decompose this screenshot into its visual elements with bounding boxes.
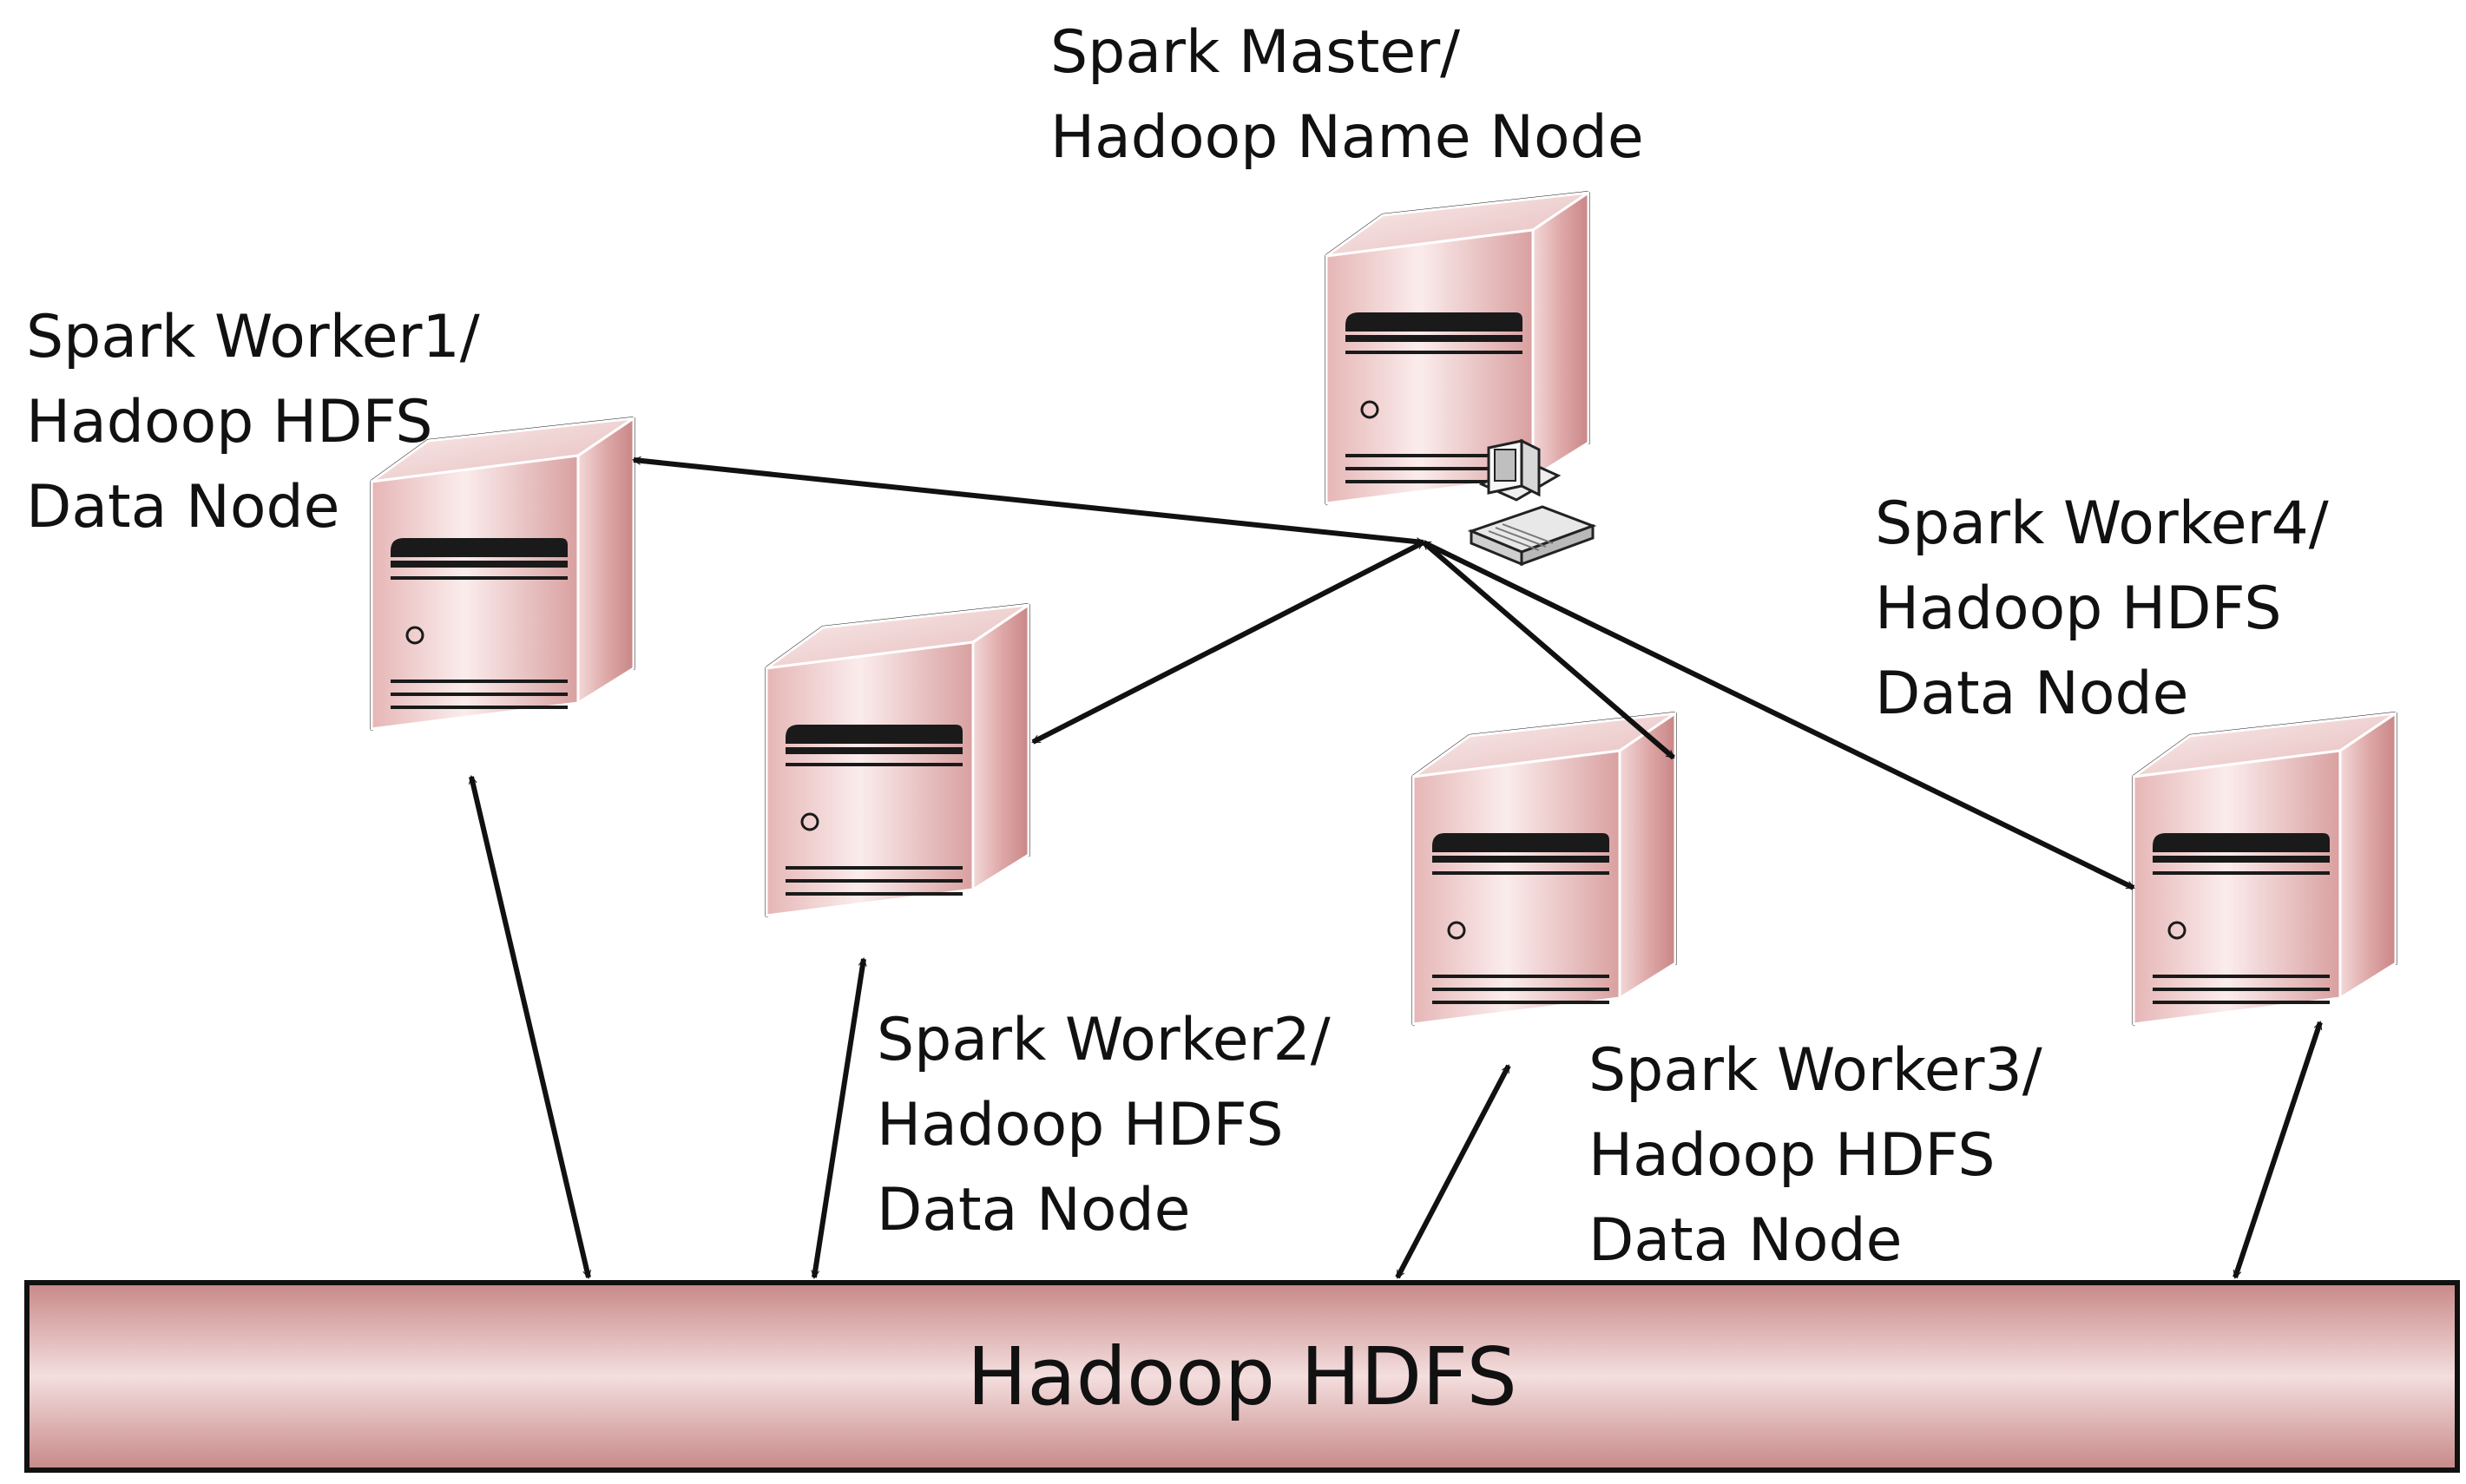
link-worker1-hdfs [468, 775, 592, 1279]
label-line: Hadoop HDFS [26, 388, 433, 456]
link-worker2-hdfs [811, 957, 867, 1279]
label-line: Spark Worker3/ [1588, 1036, 2042, 1105]
link-master-worker2 [1031, 540, 1425, 745]
label-line: Spark Master/ [1050, 18, 1461, 87]
link-worker3-hdfs [1395, 1064, 1511, 1279]
node-label-worker3: Spark Worker3/ Hadoop HDFS Data Node [1588, 1028, 2042, 1284]
node-label-master: Spark Master/ Hadoop Name Node [1050, 10, 1644, 181]
label-line: Data Node [877, 1176, 1191, 1244]
label-line: Data Node [1875, 660, 2189, 728]
label-line: Data Node [1588, 1206, 1903, 1275]
label-line: Hadoop HDFS [877, 1091, 1284, 1159]
desktop-computer-icon [1470, 439, 1595, 566]
label-line: Spark Worker4/ [1875, 489, 2329, 558]
label-line: Hadoop Name Node [1050, 103, 1644, 172]
link-master-worker1 [632, 456, 1425, 547]
hadoop-hdfs-storage: Hadoop HDFS [24, 1280, 2460, 1473]
node-label-worker2: Spark Worker2/ Hadoop HDFS Data Node [877, 998, 1331, 1253]
link-worker4-hdfs [2233, 1021, 2323, 1279]
link-master-worker4 [1422, 540, 2135, 890]
label-line: Hadoop HDFS [1875, 575, 2282, 643]
node-label-worker4: Spark Worker4/ Hadoop HDFS Data Node [1875, 482, 2329, 737]
server-icon-worker2 [766, 605, 1029, 916]
server-icon-master [1326, 193, 1588, 503]
label-line: Spark Worker2/ [877, 1006, 1331, 1074]
server-icon-worker4 [2134, 713, 2396, 1024]
hdfs-title: Hadoop HDFS [967, 1330, 1517, 1423]
server-icon-worker3 [1413, 713, 1675, 1024]
label-line: Spark Worker1/ [26, 303, 480, 371]
link-master-worker3 [1422, 540, 1675, 760]
node-label-worker1: Spark Worker1/ Hadoop HDFS Data Node [26, 295, 480, 550]
label-line: Data Node [26, 473, 340, 542]
label-line: Hadoop HDFS [1588, 1121, 1996, 1190]
